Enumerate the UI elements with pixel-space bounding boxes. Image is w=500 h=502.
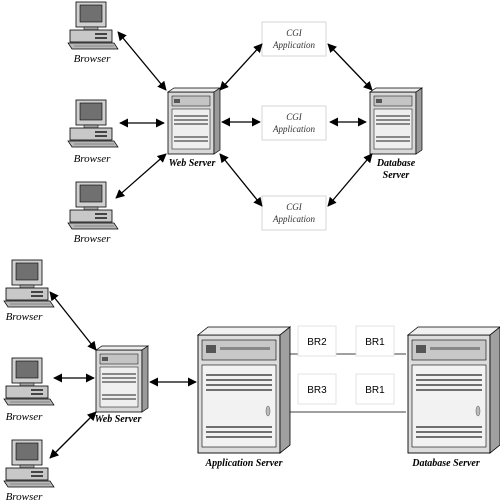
database-server-label: Database — [376, 158, 416, 169]
browser-label: Browser — [74, 153, 112, 165]
connection-arrow — [327, 153, 373, 207]
cgi-label: Application — [272, 214, 315, 224]
browser-label: Browser — [6, 311, 44, 323]
connection-arrow — [327, 43, 373, 91]
br-label: BR2 — [307, 337, 327, 348]
cgi-label: CGI — [286, 202, 303, 212]
browser-computer-icon — [3, 357, 55, 406]
web-server-label: Web Server — [95, 414, 142, 425]
connection-arrow — [115, 153, 167, 199]
br-box — [355, 325, 395, 357]
database-server-label: Server — [383, 170, 410, 181]
cgi-application-box — [261, 105, 327, 141]
connection-arrow — [219, 153, 263, 207]
br-label: BR1 — [365, 385, 385, 396]
cgi-application-box — [261, 21, 327, 57]
connection-arrow — [49, 411, 97, 459]
web-server-icon — [95, 345, 149, 413]
browser-label: Browser — [74, 53, 112, 65]
br-box — [355, 373, 395, 405]
br-box — [297, 373, 337, 405]
application-server-label: Application Server — [205, 458, 283, 469]
browser-label: Browser — [6, 411, 44, 423]
web-server-icon — [167, 87, 221, 155]
browser-computer-icon — [67, 99, 119, 148]
application-server-icon — [197, 326, 291, 454]
br-box — [297, 325, 337, 357]
database-server-icon — [407, 326, 500, 454]
database-server-icon — [369, 87, 423, 155]
cgi-label: Application — [272, 124, 315, 134]
browser-label: Browser — [6, 491, 44, 502]
application-server-architecture: Browser Browser Browser Web Server Appli… — [3, 259, 500, 502]
cgi-architecture: Browser Browser Browser Web Server CGI A… — [67, 1, 423, 245]
br-label: BR1 — [365, 337, 385, 348]
browser-computer-icon — [67, 181, 119, 230]
browser-computer-icon — [3, 439, 55, 488]
cgi-label: Application — [272, 40, 315, 50]
connection-arrow — [219, 43, 263, 91]
connection-arrow — [117, 31, 167, 91]
browser-computer-icon — [3, 259, 55, 308]
cgi-label: CGI — [286, 28, 303, 38]
database-server-label: Database Server — [411, 458, 480, 469]
br-label: BR3 — [307, 385, 327, 396]
browser-computer-icon — [67, 1, 119, 50]
browser-label: Browser — [74, 233, 112, 245]
cgi-application-box — [261, 195, 327, 231]
connection-arrow — [49, 291, 97, 351]
web-server-label: Web Server — [169, 158, 216, 169]
cgi-label: CGI — [286, 112, 303, 122]
